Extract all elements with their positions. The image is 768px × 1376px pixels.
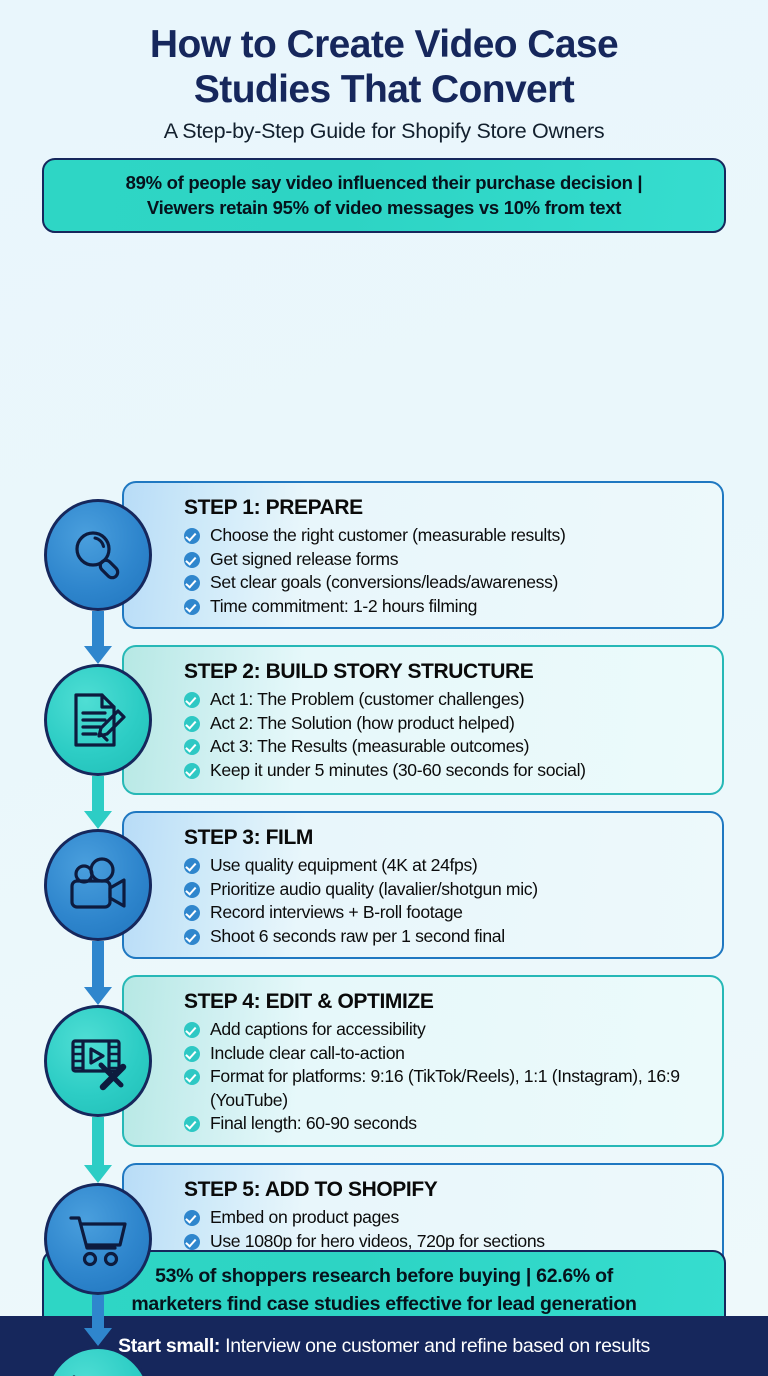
step-bullet-text: Format for platforms: 9:16 (TikTok/Reels… bbox=[210, 1066, 680, 1110]
step-bullet-text: Get signed release forms bbox=[210, 548, 399, 569]
step-bullet-text: Shoot 6 seconds raw per 1 second final bbox=[210, 925, 505, 946]
flow-arrow-2-to-3 bbox=[84, 776, 112, 829]
check-circle-icon bbox=[184, 528, 200, 544]
document-pencil-icon bbox=[44, 664, 152, 776]
check-circle-icon bbox=[184, 715, 200, 732]
step-bullet-text: Keep it under 5 minutes (30-60 seconds f… bbox=[210, 759, 586, 780]
step-bullet-item: Use quality equipment (4K at 24fps) bbox=[184, 854, 708, 878]
step-bullet-text: Act 3: The Results (measurable outcomes) bbox=[210, 736, 530, 756]
step-bullet-list: Choose the right customer (measurable re… bbox=[184, 524, 708, 618]
step-bullet-item: Use 1080p for hero videos, 720p for sect… bbox=[184, 1230, 708, 1254]
step-bullet-item: Act 2: The Solution (how product helped) bbox=[184, 712, 708, 736]
check-circle-icon bbox=[184, 1233, 200, 1250]
step-card-content: STEP 3: FILM Use quality equipment (4K at… bbox=[124, 813, 722, 957]
step-bullet-item: Embed on product pages bbox=[184, 1206, 708, 1230]
step-bullet-text: Record interviews + B-roll footage bbox=[210, 902, 463, 922]
check-circle-icon bbox=[184, 1045, 200, 1062]
check-circle-icon bbox=[184, 551, 200, 568]
step-bullet-text: Prioritize audio quality (lavalier/shotg… bbox=[210, 878, 538, 899]
step-card-3[interactable]: STEP 3: FILM Use quality equipment (4K at… bbox=[122, 811, 724, 959]
check-circle-icon bbox=[184, 928, 200, 945]
step-card-2[interactable]: STEP 2: BUILD STORY STRUCTURE Act 1: The … bbox=[122, 645, 724, 795]
footer-body: Interview one customer and refine based … bbox=[220, 1334, 650, 1357]
step-bullet-text: Act 1: The Problem (customer challenges) bbox=[210, 689, 525, 709]
check-circle-icon bbox=[184, 905, 200, 921]
step-bullet-item: Get signed release forms bbox=[184, 548, 708, 572]
flow-arrow-1-to-2 bbox=[84, 611, 112, 664]
check-circle-icon bbox=[184, 739, 200, 755]
step-bullet-item: Act 3: The Results (measurable outcomes) bbox=[184, 735, 708, 759]
step-bullet-text: Choose the right customer (measurable re… bbox=[210, 525, 566, 545]
flow-arrow-5-to-6 bbox=[84, 1295, 112, 1346]
step-bullet-item: Act 1: The Problem (customer challenges) bbox=[184, 688, 708, 712]
check-circle-icon bbox=[184, 1069, 200, 1085]
step-card-1[interactable]: STEP 1: PREPARE Choose the right customer… bbox=[122, 481, 724, 629]
flow-arrow-4-to-5 bbox=[84, 1117, 112, 1183]
check-circle-icon bbox=[184, 1210, 200, 1226]
step-bullet-text: Time commitment: 1-2 hours filming bbox=[210, 595, 478, 616]
check-circle-icon bbox=[184, 598, 200, 615]
check-circle-icon bbox=[184, 692, 200, 708]
film-edit-icon bbox=[44, 1005, 152, 1117]
step-bullet-text: Set clear goals (conversions/leads/aware… bbox=[210, 572, 559, 592]
step-bullet-item: Add captions for accessibility bbox=[184, 1018, 708, 1042]
magnifier-icon bbox=[44, 499, 152, 611]
step-card-content: STEP 1: PREPARE Choose the right customer… bbox=[124, 483, 722, 627]
bottom-stat-line-2: marketers find case studies effective fo… bbox=[131, 1293, 637, 1315]
check-circle-icon bbox=[184, 762, 200, 779]
page-title-line2: Studies That Convert bbox=[193, 68, 575, 111]
step-title: STEP 1: PREPARE bbox=[184, 496, 363, 519]
flow-arrow-3-to-4 bbox=[84, 941, 112, 1005]
step-card-4[interactable]: STEP 4: EDIT & OPTIMIZE Add captions for … bbox=[122, 975, 724, 1147]
step-bullet-text: Add captions for accessibility bbox=[210, 1019, 426, 1039]
top-stat-banner: 89% of people say video influenced their… bbox=[42, 158, 726, 233]
step-bullet-text: Embed on product pages bbox=[210, 1207, 399, 1227]
step-card-content: STEP 2: BUILD STORY STRUCTURE Act 1: The … bbox=[124, 647, 722, 793]
step-bullet-item: Set clear goals (conversions/leads/aware… bbox=[184, 571, 708, 595]
top-stat-line-1: 89% of people say video influenced their… bbox=[125, 172, 643, 193]
step-bullet-item: Shoot 6 seconds raw per 1 second final bbox=[184, 925, 708, 949]
step-card-content: STEP 4: EDIT & OPTIMIZE Add captions for … bbox=[124, 977, 722, 1145]
step-bullet-item: Keep it under 5 minutes (30-60 seconds f… bbox=[184, 759, 708, 783]
top-stat-line-2: Viewers retain 95% of video messages vs … bbox=[146, 197, 622, 218]
check-circle-icon bbox=[184, 858, 200, 874]
step-bullet-item: Prioritize audio quality (lavalier/shotg… bbox=[184, 878, 708, 902]
step-title: STEP 5: ADD TO SHOPIFY bbox=[184, 1178, 438, 1201]
check-circle-icon bbox=[184, 575, 200, 591]
step-title: STEP 2: BUILD STORY STRUCTURE bbox=[184, 660, 534, 683]
step-title: STEP 4: EDIT & OPTIMIZE bbox=[184, 990, 434, 1013]
step-bullet-text: Final length: 60-90 seconds bbox=[210, 1113, 417, 1133]
header: How to Create Video Case Studies That Co… bbox=[0, 0, 768, 144]
step-bullet-list: Act 1: The Problem (customer challenges)… bbox=[184, 688, 708, 782]
page-title: How to Create Video Case Studies That Co… bbox=[34, 22, 734, 112]
step-bullet-item: Format for platforms: 9:16 (TikTok/Reels… bbox=[184, 1065, 708, 1112]
footer-bar: Start small: Interview one customer and … bbox=[0, 1316, 768, 1376]
step-bullet-item: Time commitment: 1-2 hours filming bbox=[184, 595, 708, 619]
page-title-line1: How to Create Video Case bbox=[149, 23, 619, 66]
check-circle-icon bbox=[184, 1116, 200, 1132]
step-bullet-item: Choose the right customer (measurable re… bbox=[184, 524, 708, 548]
footer-lead: Start small: bbox=[118, 1334, 221, 1357]
step-bullet-item: Record interviews + B-roll footage bbox=[184, 901, 708, 925]
step-bullet-text: Include clear call-to-action bbox=[210, 1042, 405, 1063]
step-bullet-item: Include clear call-to-action bbox=[184, 1042, 708, 1066]
check-circle-icon bbox=[184, 1022, 200, 1038]
step-bullet-text: Use 1080p for hero videos, 720p for sect… bbox=[210, 1230, 545, 1251]
shopping-cart-icon bbox=[44, 1183, 152, 1295]
step-bullet-text: Use quality equipment (4K at 24fps) bbox=[210, 855, 478, 875]
footer-text: Start small: Interview one customer and … bbox=[118, 1335, 650, 1358]
step-bullet-list: Use quality equipment (4K at 24fps) Prior… bbox=[184, 854, 708, 948]
step-bullet-text: Act 2: The Solution (how product helped) bbox=[210, 712, 515, 733]
bottom-stat-line-1: 53% of shoppers research before buying |… bbox=[155, 1265, 613, 1287]
step-title: STEP 3: FILM bbox=[184, 826, 313, 849]
page-subtitle: A Step-by-Step Guide for Shopify Store O… bbox=[163, 119, 605, 143]
check-circle-icon bbox=[184, 881, 200, 898]
step-bullet-item: Final length: 60-90 seconds bbox=[184, 1112, 708, 1136]
video-camera-icon bbox=[44, 829, 152, 941]
